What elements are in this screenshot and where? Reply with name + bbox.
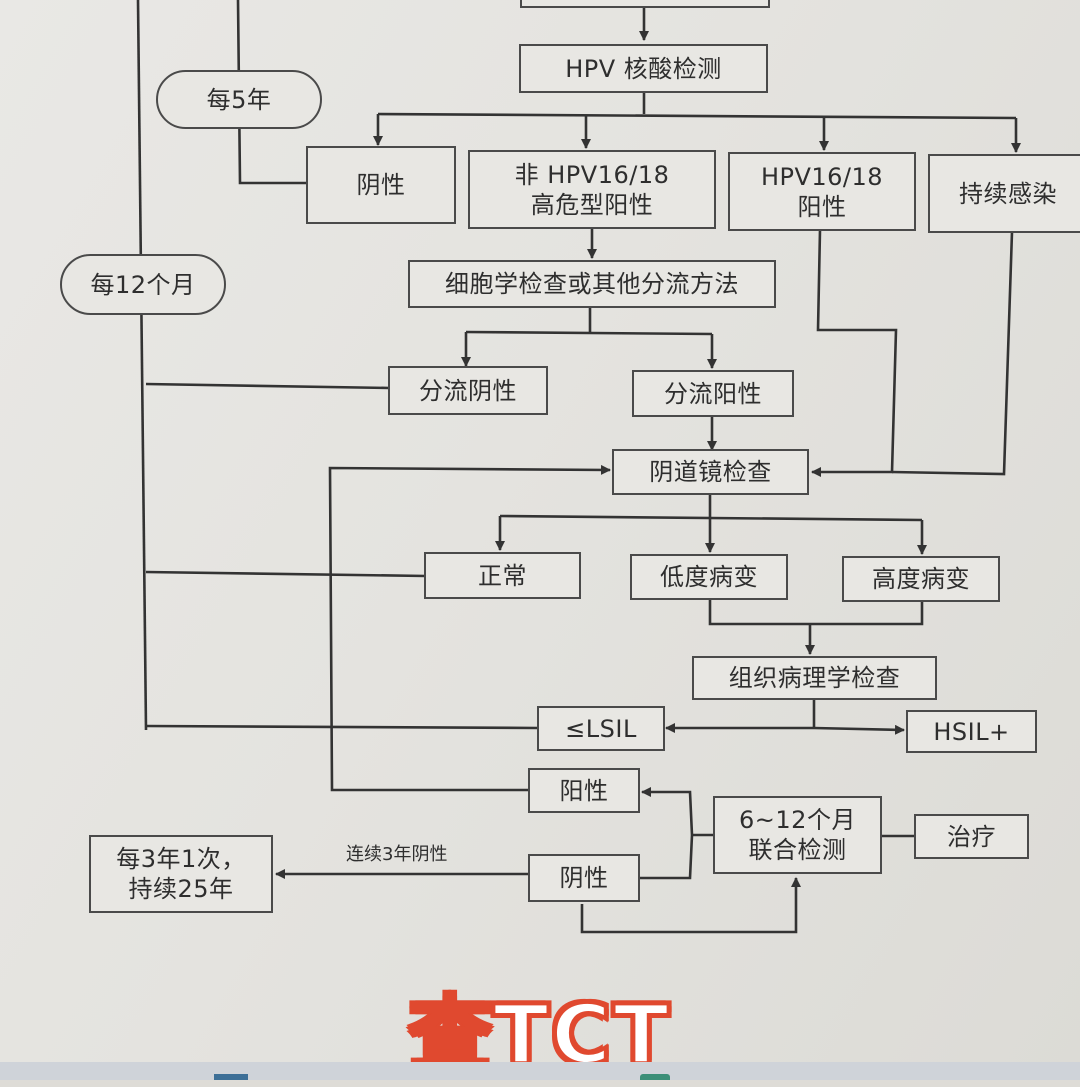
cytology-triage-box: 细胞学检查或其他分流方法 [408, 260, 776, 308]
triage-negative-box: 分流阴性 [388, 366, 548, 415]
taskbar-app-icon[interactable] [214, 1074, 248, 1080]
high-grade-lesion-box: 高度病变 [842, 556, 1000, 602]
colposcopy-box: 阴道镜检查 [612, 449, 809, 495]
non-hpv1618-positive-box: 非 HPV16/18 高危型阳性 [468, 150, 716, 229]
cotest-box: 6~12个月 联合检测 [713, 796, 882, 874]
triage-positive-box: 分流阳性 [632, 370, 794, 417]
low-grade-lesion-box: 低度病变 [630, 554, 788, 600]
interval-12-months-pill: 每12个月 [60, 254, 226, 315]
cotest-negative-box: 阴性 [528, 854, 640, 902]
taskbar-app-icon[interactable] [640, 1074, 670, 1080]
normal-box: 正常 [424, 552, 581, 599]
hsil-box: HSIL+ [906, 710, 1037, 753]
persistent-infection-box: 持续感染 [928, 154, 1080, 233]
hpv1618-positive-box: HPV16/18 阳性 [728, 152, 916, 231]
treatment-box: 治疗 [914, 814, 1029, 859]
cotest-positive-box: 阳性 [528, 768, 640, 813]
taskbar [0, 1062, 1080, 1080]
histopathology-box: 组织病理学检查 [692, 656, 937, 700]
final-interval-box: 每3年1次， 持续25年 [89, 835, 273, 913]
negative-box: 阴性 [306, 146, 456, 224]
interval-5-years-pill: 每5年 [156, 70, 322, 129]
lsil-box: ≤LSIL [537, 706, 665, 751]
top-partial-box [520, 0, 770, 8]
hpv-test-box: HPV 核酸检测 [519, 44, 768, 93]
three-year-negative-note: 连续3年阴性 [346, 844, 448, 865]
